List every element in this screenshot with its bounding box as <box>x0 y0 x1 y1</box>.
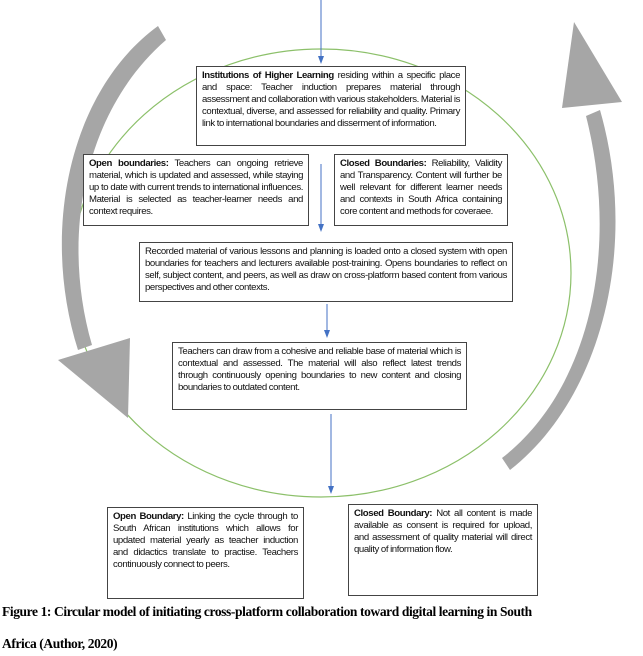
figure-caption-line2: Africa (Author, 2020) <box>2 636 118 651</box>
box-text: residing within a specific place and spa… <box>202 70 461 129</box>
box-text: Not all content is made available as con… <box>354 508 532 555</box>
box-title: Open boundaries: <box>89 158 169 169</box>
teachers-draw-box: Teachers can draw from a cohesive and re… <box>172 342 467 410</box>
box-title: Institutions of Higher Learning <box>202 70 334 81</box>
left-cycle-arrow <box>61 26 166 350</box>
recorded-material-box: Recorded material of various lessons and… <box>139 242 513 302</box>
box-text: Recorded material of various lessons and… <box>145 246 507 293</box>
box-title: Closed Boundaries: <box>340 158 427 169</box>
box-text: Linking the cycle through to South Afric… <box>113 511 298 570</box>
figure-caption-line1: Figure 1: Circular model of initiating c… <box>2 604 532 619</box>
open-boundaries-box: Open boundaries: Teachers can ongoing re… <box>83 154 309 226</box>
right-cycle-arrow <box>502 110 616 470</box>
box-title: Closed Boundary: <box>354 508 433 519</box>
box-text: Reliability, Validity and Transparency. … <box>340 158 503 217</box>
institutions-box: Institutions of Higher Learning residing… <box>196 66 466 146</box>
open-boundary-box: Open Boundary: Linking the cycle through… <box>107 507 304 599</box>
box-text: Teachers can ongoing retrieve material, … <box>89 158 303 217</box>
closed-boundaries-box: Closed Boundaries: Reliability, Validity… <box>334 154 508 226</box>
box-title: Open Boundary: <box>113 511 184 522</box>
left-cycle-arrowhead <box>58 338 130 418</box>
closed-boundary-box: Closed Boundary: Not all content is made… <box>348 504 538 596</box>
box-text: Teachers can draw from a cohesive and re… <box>178 346 461 393</box>
right-cycle-arrowhead <box>562 22 622 108</box>
